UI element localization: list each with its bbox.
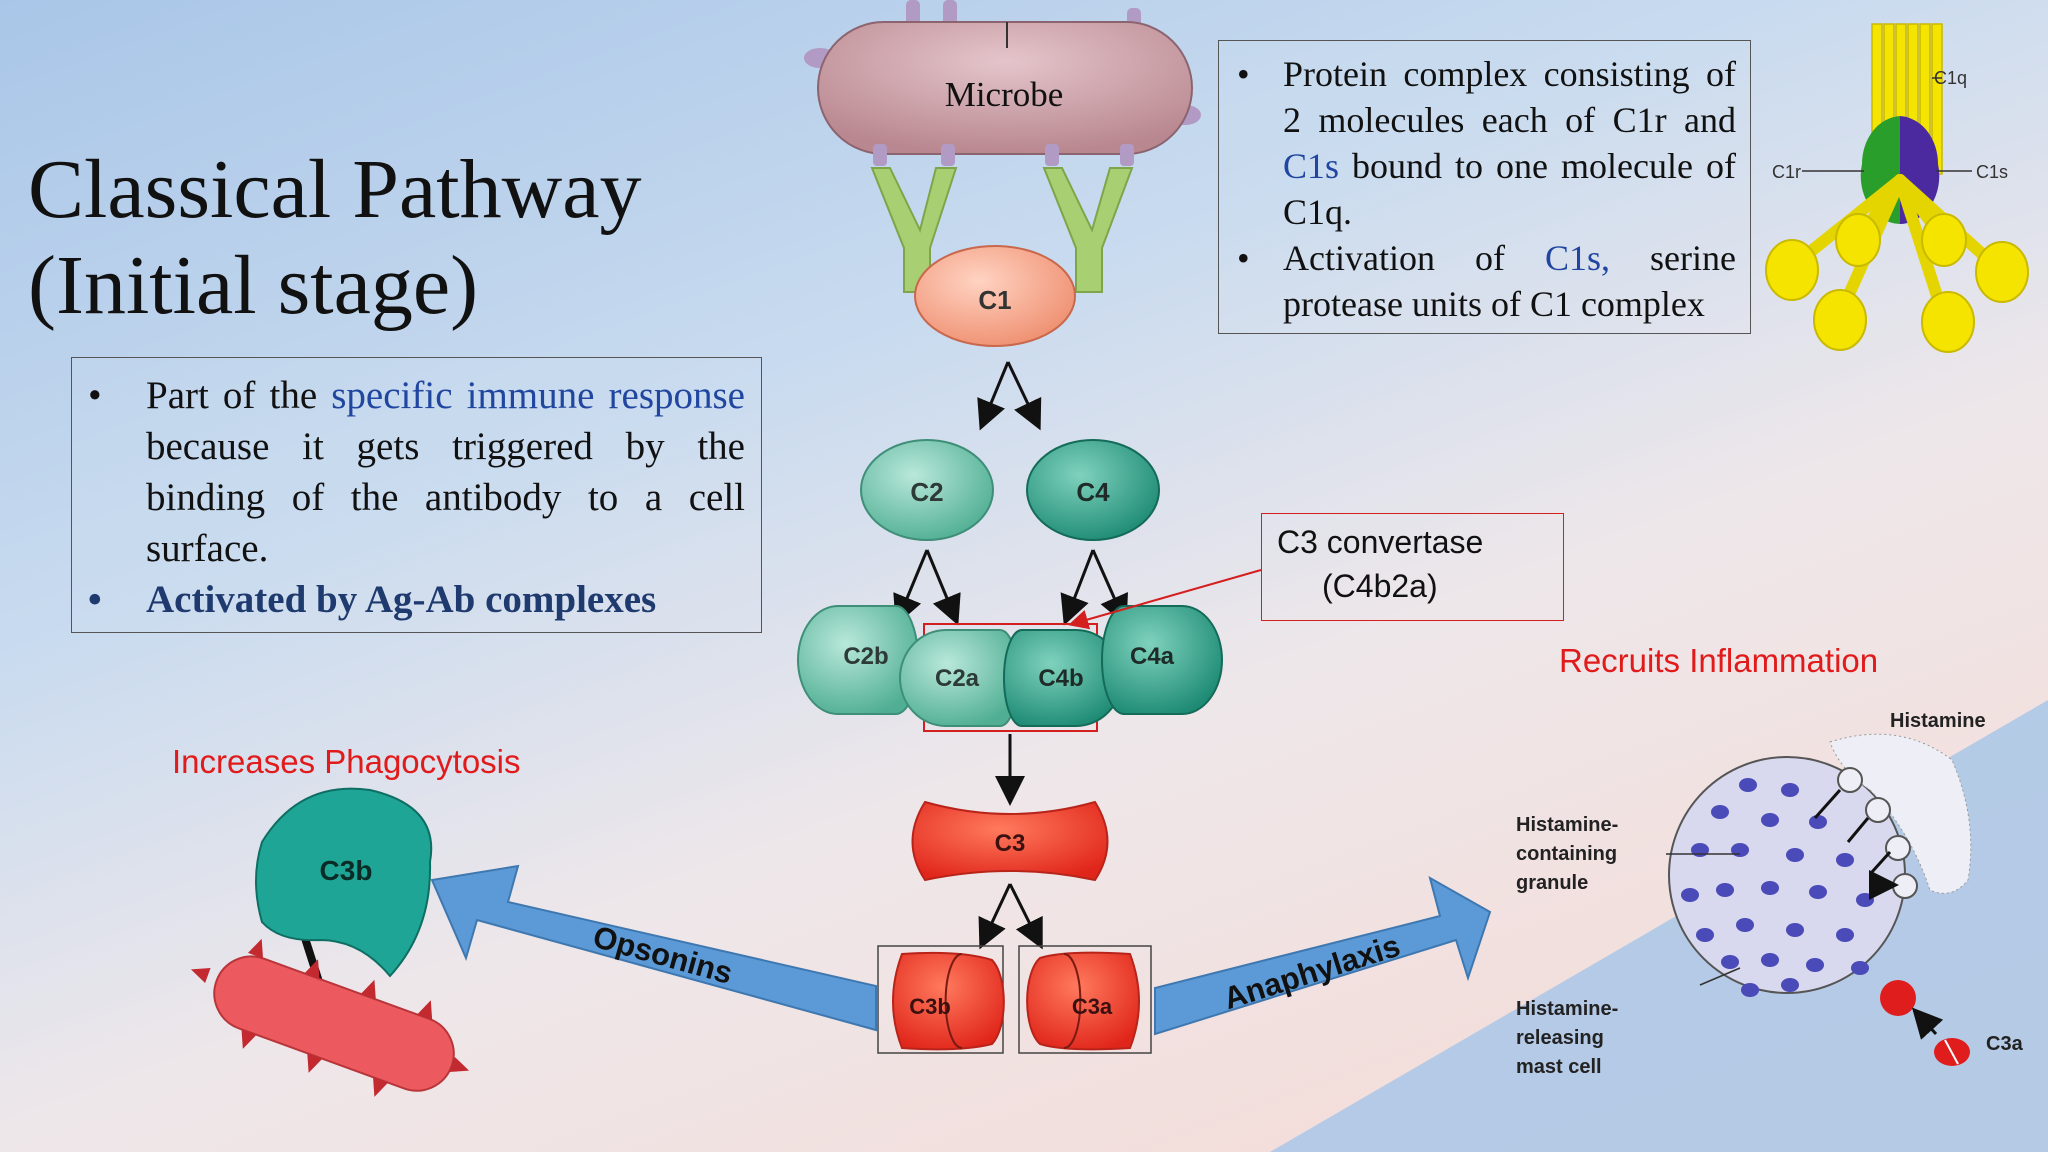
granule-label-1: Histamine- [1516,814,1618,836]
c3b-phago-molecule [255,787,433,978]
c1-bullet-1-start: Protein complex consisting of 2 molecule… [1283,54,1736,140]
c1q-label: C1q [1934,68,1967,88]
granule-label-3: granule [1516,872,1588,894]
microbe-label: Microbe [945,75,1064,114]
c1-label: C1 [978,285,1011,315]
histamine-label: Histamine [1890,710,1986,732]
c2-molecule [860,439,994,541]
c1s-label: C1s [1976,162,2008,182]
c3b-phago-label: C3b [320,855,373,886]
title-line-2: (Initial stage) [28,239,479,332]
mast-label-2: releasing [1516,1027,1604,1049]
convertase-label-2: (C4b2a) [1322,568,1438,604]
c3b-fragment [892,951,1005,1051]
arrow-c1-c2 [977,361,1010,431]
c1-info-list: Protein complex consisting of 2 molecule… [1237,51,1736,327]
arrow-c3-c3b [978,883,1012,950]
mast-label-1: Histamine- [1516,998,1618,1020]
arrow-c2-c2a [925,549,961,626]
opsonins-arrow [430,864,877,1032]
c2a-label: C2a [935,665,980,692]
c4a-fragment [1101,605,1223,715]
c1-bullet-2-highlight: C1s, [1544,238,1611,278]
c1-info-bullet-2: Activation of C1s, serine protease units… [1237,235,1736,327]
histamine-release [1829,733,1972,894]
c3a-bottom-label: C3a [1072,994,1113,1019]
c1r-label: C1r [1772,162,1801,182]
description-list: Part of the specific immune response bec… [88,370,745,625]
c3-molecule [911,800,1109,882]
c3a-box [1018,945,1152,1054]
anaphylaxis-arrow [1154,875,1492,1036]
c2-label: C2 [910,477,943,507]
opsonized-bacterium: C3b [190,787,470,1097]
granule-label-2: containing [1516,843,1617,865]
microbe-complex: Microbe [804,0,1201,293]
arrow-c3-c3a [1008,883,1043,950]
c1-bullet-1-highlight: C1s [1283,146,1340,186]
antibody-right [1042,167,1134,293]
c4b-label: C4b [1038,665,1083,692]
c4-label: C4 [1076,477,1110,507]
bullet-1-highlight: specific immune response [331,374,745,417]
mast-cell: Histamine Histamine- containing granule … [1516,710,2024,1078]
recruits-inflammation-label: Recruits Inflammation [1559,642,1879,679]
c3-label: C3 [995,830,1026,857]
c1-bullet-2-end: serine protease units of C1 complex [1283,238,1736,324]
description-bullet-2: Activated by Ag-Ab complexes [88,574,745,625]
description-box: Part of the specific immune response bec… [71,357,762,633]
arrow-c4-c4b [1060,549,1095,626]
c3a-fragment [1026,951,1140,1051]
convertase-label-1: C3 convertase [1277,524,1484,560]
antibody-left [870,167,958,293]
arrow-c1-c4 [1006,361,1042,431]
increases-phagocytosis-label: Increases Phagocytosis [172,743,521,780]
convertase-box: C3 convertase (C4b2a) [1261,513,1564,621]
convertase-pointer [1068,569,1262,630]
bullet-1-text-end: because it gets triggered by the binding… [146,425,745,570]
c1-info-bullet-1: Protein complex consisting of 2 molecule… [1237,51,1736,235]
slide-title: Classical Pathway (Initial stage) [28,142,642,334]
microbe-body [817,21,1193,155]
c3b-bottom-label: C3b [909,994,951,1019]
c1-molecule [914,245,1076,347]
bullet-1-text-start: Part of the [146,374,332,417]
c1-info-box: Protein complex consisting of 2 molecule… [1218,40,1751,334]
title-line-1: Classical Pathway [28,143,642,236]
granules [1681,778,1874,997]
c4a-label: C4a [1130,643,1175,670]
bacterium-body [213,955,455,1092]
c2b-fragment [797,605,919,715]
c3a-mast-label: C3a [1986,1033,2024,1055]
description-bullet-1: Part of the specific immune response bec… [88,370,745,574]
c4-molecule [1026,439,1160,541]
c3a-bound [1880,980,1916,1016]
c1-bullet-2-start: Activation of [1283,238,1545,278]
c1-structure: C1q C1r C1s [1765,23,2029,353]
c2b-label: C2b [843,643,888,670]
c1-bullet-1-end: bound to one molecule of C1q. [1283,146,1736,232]
mast-label-3: mast cell [1516,1056,1602,1078]
opsonins-label: Opsonins [589,919,736,991]
